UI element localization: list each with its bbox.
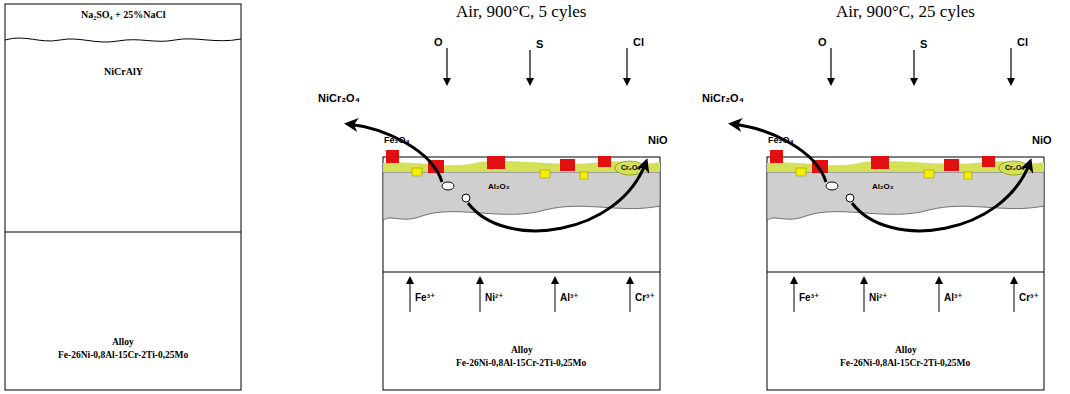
initial-panel: [5, 4, 241, 390]
layer-name: Alloy: [895, 345, 917, 355]
species-label: S: [536, 38, 543, 50]
species-label: Cl: [633, 36, 644, 48]
layer-box: Air, 900°C, 5 cylesAlloyFe-26Ni-0,8Al-15…: [383, 157, 660, 390]
layer-box: AlloyFe-26Ni-0,8Al-15Cr-2Ti-0,25Mo: [767, 273, 1044, 389]
layer-name: NiCrAlY: [104, 66, 143, 77]
species-label: NiO: [648, 134, 668, 146]
species-label: Al₂O₃: [872, 183, 893, 192]
species-label: Al³⁺: [944, 292, 963, 303]
species-label: Al₂O₃: [488, 183, 509, 192]
species-label: NiCr₂O₄: [702, 92, 744, 104]
species-label: S: [920, 38, 927, 50]
layer-name: Fe-26Ni-0,8Al-15Cr-2Ti-0,25Mo: [456, 358, 586, 368]
species-label: Cl: [1017, 36, 1028, 48]
species-label: Cr₂O₃: [621, 164, 641, 172]
species-label: Ni²⁺: [869, 292, 888, 303]
species-label: Cr₂O₃: [1005, 164, 1025, 172]
layer-name: Alloy: [511, 345, 533, 355]
layer-name: Fe-26Ni-0,8Al-15Cr-2Ti-0,25Mo: [840, 358, 970, 368]
layer-box: NiCrAlY: [5, 42, 241, 230]
species-label: Al³⁺: [560, 292, 579, 303]
layer-box: AlloyFe-26Ni-0,8Al-15Cr-2Ti-0,25Mo: [5, 233, 241, 389]
species-label: NiCr₂O₄: [318, 92, 360, 104]
species-label: Fe³⁺: [415, 292, 435, 303]
species-label: Fe₂O₃: [768, 136, 794, 146]
layer-name: Alloy: [112, 337, 134, 347]
species-label: Ni²⁺: [485, 292, 504, 303]
species-label: NiO: [1032, 134, 1052, 146]
species-label: O: [434, 36, 443, 48]
species-label: O: [818, 36, 827, 48]
layer-box: Air, 900°C, 25 cylesAlloyFe-26Ni-0,8Al-1…: [767, 157, 1044, 390]
panel-title: Air, 900°C, 25 cyles: [836, 3, 975, 22]
layer-name: Fe-26Ni-0,8Al-15Cr-2Ti-0,25Mo: [58, 350, 188, 360]
layer-box: Na₂SO₄ + 25%NaCl: [5, 4, 241, 40]
oxidized-panel-25: [732, 48, 1044, 390]
layer-name: Na₂SO₄ + 25%NaCl: [81, 9, 165, 20]
species-label: Cr³⁺: [635, 292, 655, 303]
species-label: Fe³⁺: [799, 292, 819, 303]
layer-box: AlloyFe-26Ni-0,8Al-15Cr-2Ti-0,25Mo: [383, 273, 660, 389]
oxidized-panel: [348, 48, 660, 390]
species-label: Fe₂O₃: [384, 136, 410, 146]
species-label: Cr³⁺: [1019, 292, 1039, 303]
panel-title: Air, 900°C, 5 cyles: [456, 3, 586, 22]
